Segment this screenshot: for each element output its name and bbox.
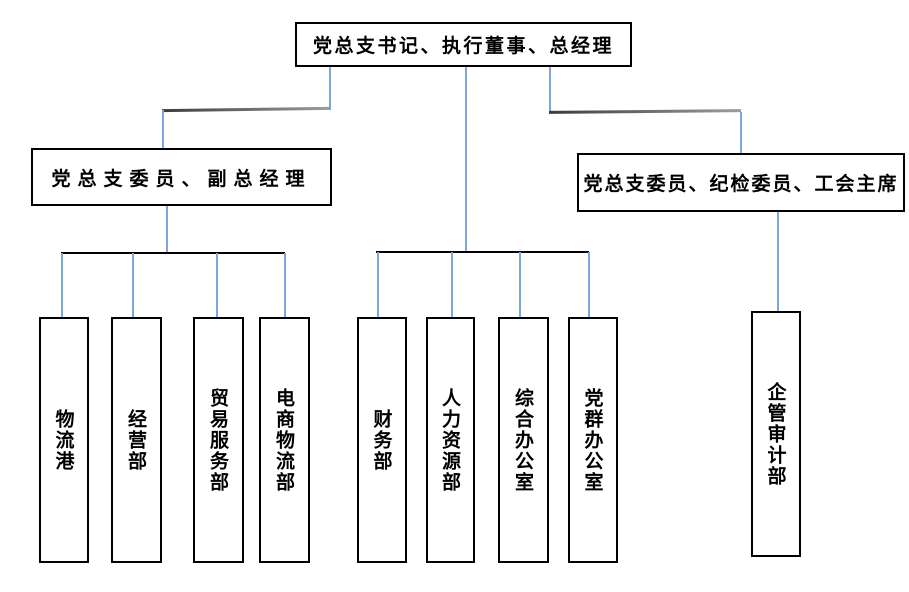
connector-root-left-drop	[329, 67, 331, 110]
connector-left-box-drop	[166, 206, 168, 253]
org-box-discipline-union: 党总支委员、纪检委员、工会主席	[577, 153, 905, 212]
dept-box-operations: 经营部	[111, 317, 162, 563]
connector-root-right-drop	[549, 67, 551, 112]
connector-root-middle-drop	[465, 67, 467, 252]
dept-box-hr: 人力资源部	[426, 317, 475, 563]
connector-root-left-elbow	[161, 106, 331, 113]
connector-left-box-feed	[162, 110, 164, 148]
dept-box-logistics-port: 物流港	[39, 317, 89, 563]
org-box-deputy-gm: 党总支委员、副总经理	[31, 148, 332, 206]
connector-root-right-elbow	[548, 109, 742, 114]
org-box-root: 党总支书记、执行董事、总经理	[295, 22, 632, 67]
connector-drop-party-mass-office	[588, 252, 590, 317]
connector-drop-operations	[132, 253, 134, 317]
dept-box-party-mass-office: 党群办公室	[568, 317, 618, 563]
connector-right-box-feed	[740, 112, 742, 153]
connector-left-bar	[61, 252, 285, 254]
connector-drop-general-office	[519, 252, 521, 317]
connector-drop-finance	[377, 252, 379, 317]
dept-box-general-office: 综合办公室	[498, 317, 549, 563]
dept-box-ecommerce-logistics: 电商物流部	[259, 317, 310, 563]
connector-drop-logistics-port	[61, 253, 63, 317]
dept-box-trade-service: 贸易服务部	[193, 317, 244, 563]
connector-middle-bar	[376, 251, 589, 253]
dept-box-audit: 企管审计部	[751, 311, 801, 557]
connector-drop-ecommerce-logistics	[284, 253, 286, 317]
connector-drop-trade-service	[216, 253, 218, 317]
connector-drop-hr	[451, 252, 453, 317]
connector-drop-audit	[777, 212, 779, 311]
dept-box-finance: 财务部	[357, 317, 407, 563]
